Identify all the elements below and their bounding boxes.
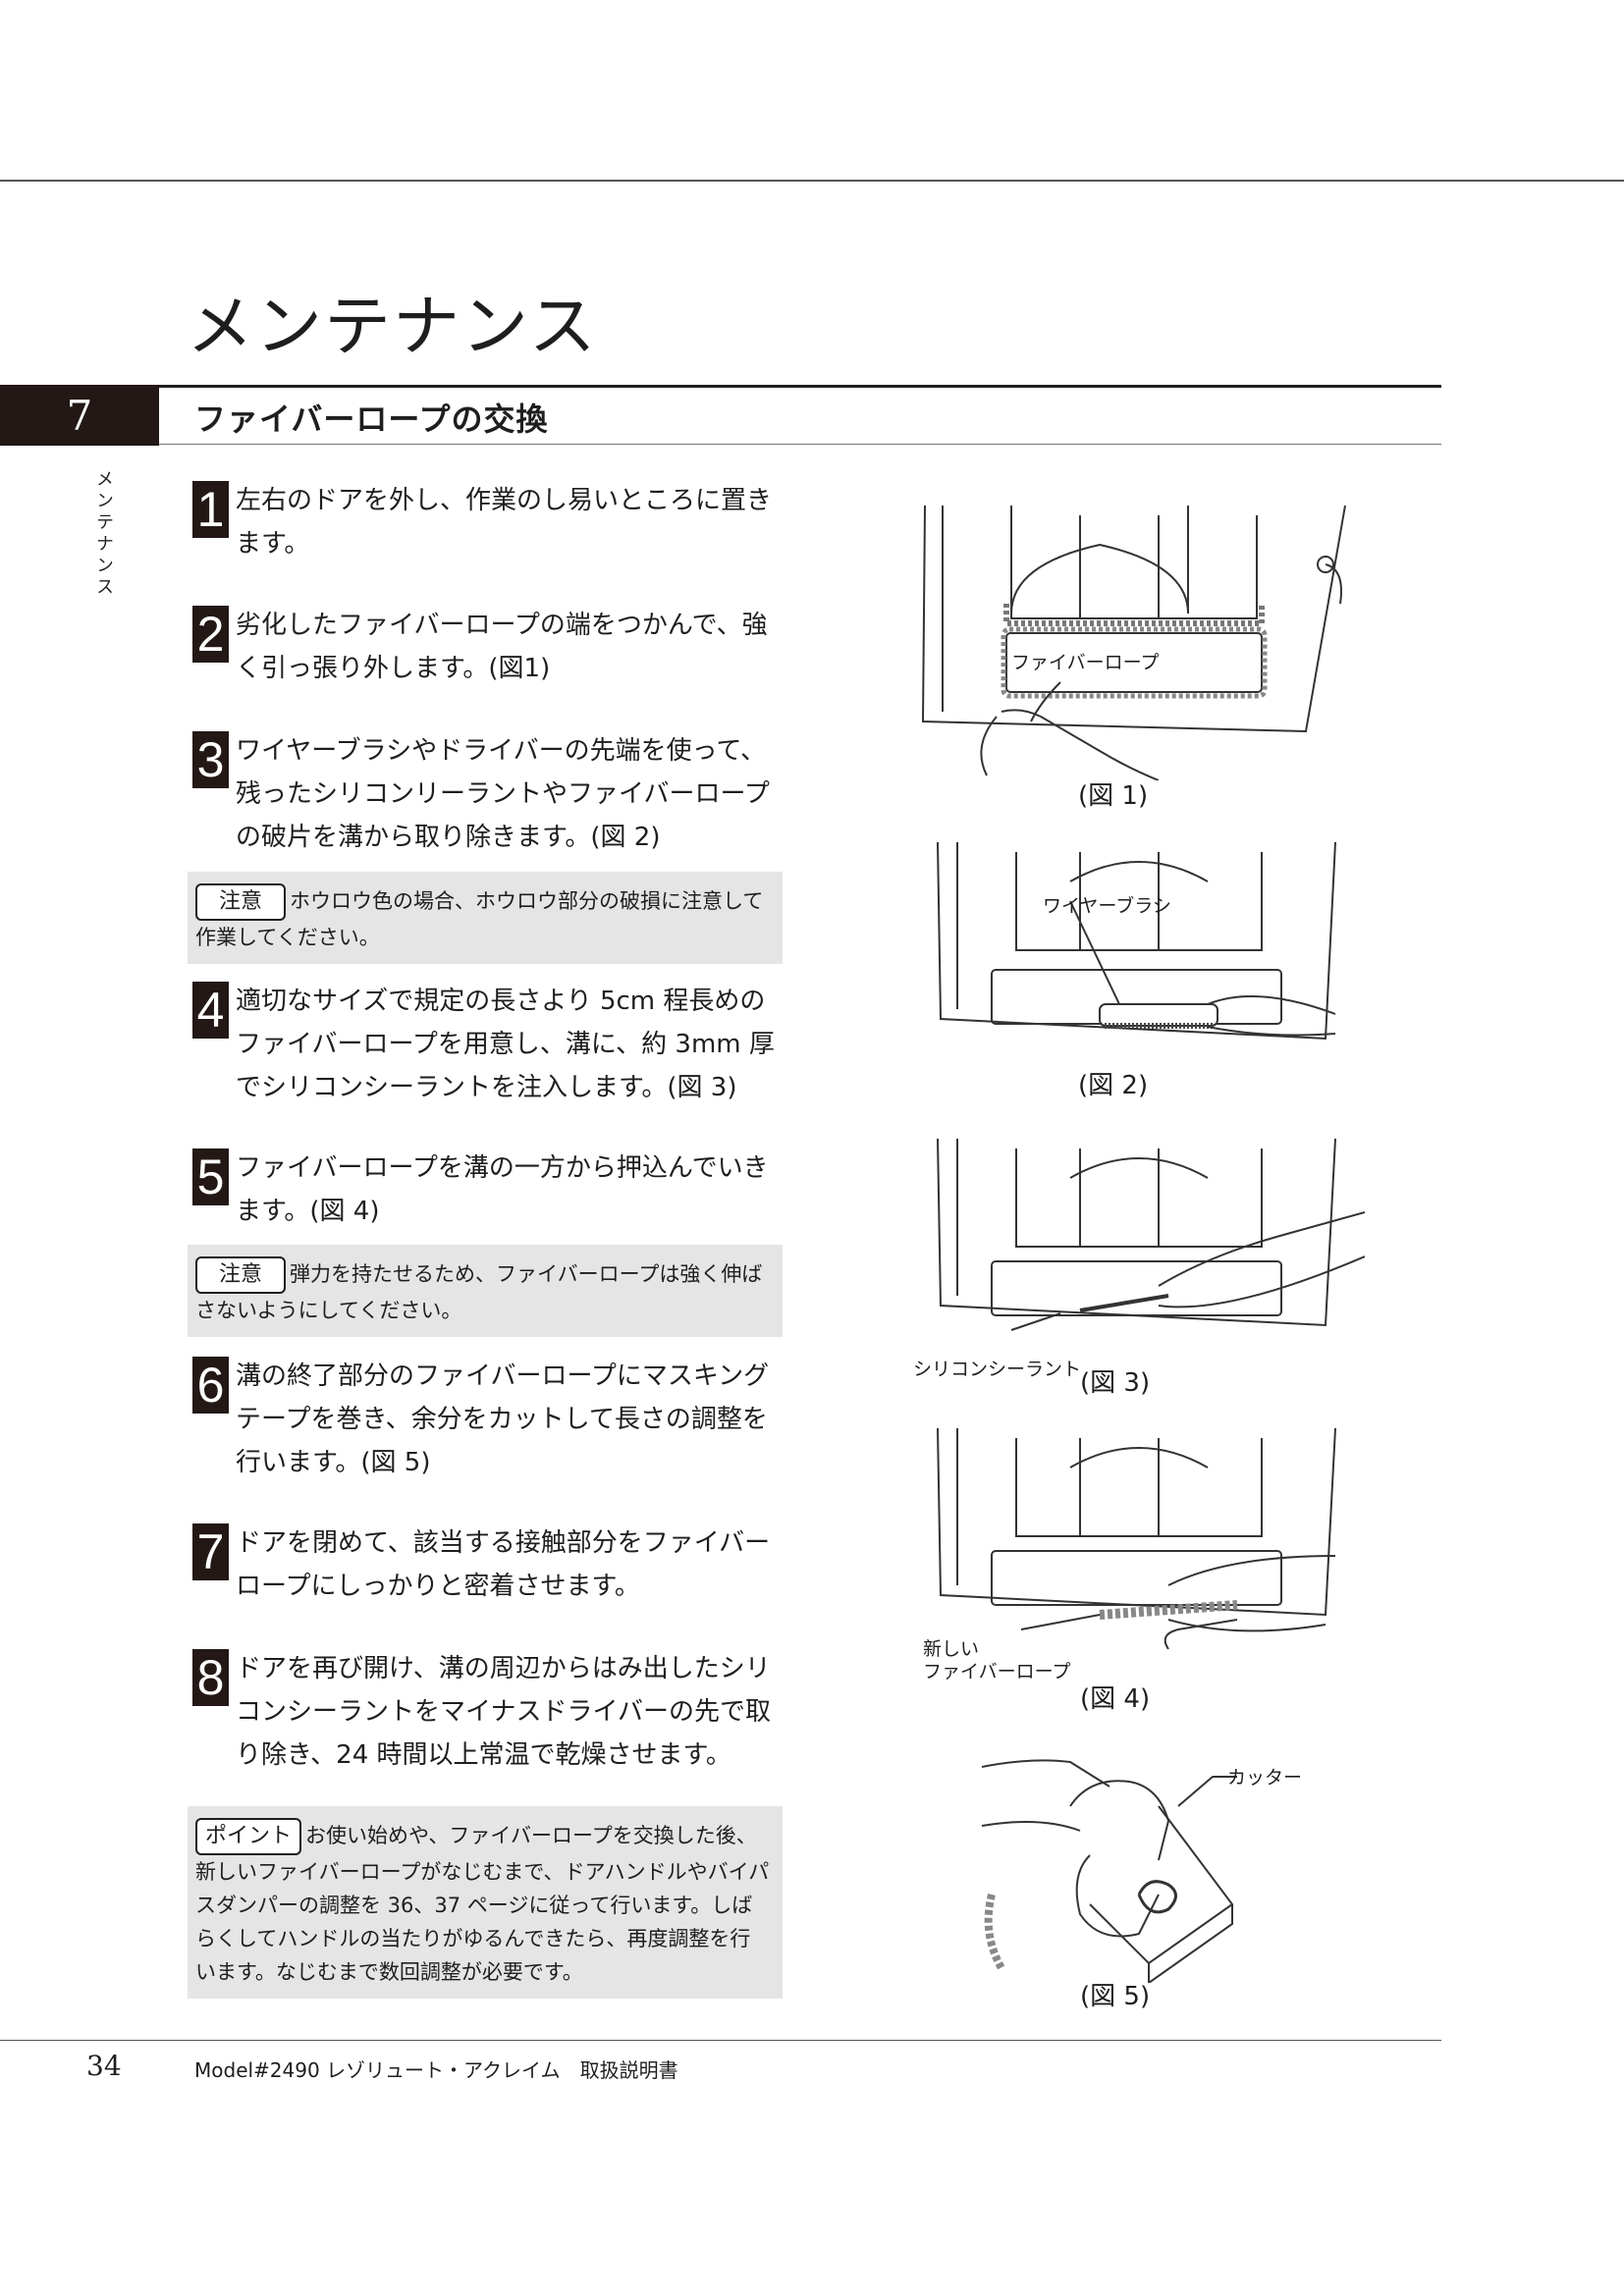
step-number: 4 (192, 982, 229, 1039)
figure-4-callout-line1: 新しい (923, 1638, 980, 1660)
caution-text: 弾力を持たせるため、ファイバーロープは強く伸ばさないようにしてください。 (195, 1262, 763, 1322)
section-rule-top (159, 385, 1441, 388)
figure-5-illustration (981, 1759, 1237, 1983)
figure-4-callout-line2: ファイバーロープ (923, 1661, 1071, 1682)
caution-note-1: 注意ホウロウ色の場合、ホウロウ部分の破損に注意して作業してください。 (188, 872, 783, 964)
step-text: 左右のドアを外し、作業のし易いところに置きます。 (236, 486, 773, 559)
point-label: ポイント (195, 1818, 302, 1855)
figure-1-illustration (921, 506, 1346, 780)
caution-text: ホウロウ色の場合、ホウロウ部分の破損に注意して作業してください。 (195, 889, 764, 949)
step-number: 7 (192, 1523, 229, 1580)
step-number: 8 (192, 1649, 229, 1706)
section-title: ファイバーロープの交換 (194, 400, 549, 438)
chapter-number: 7 (66, 391, 93, 440)
chapter-title: メンテナンス (187, 289, 598, 366)
step-text: 適切なサイズで規定の長さより 5cm 程長めのファイバーロープを用意し、溝に、約… (236, 987, 775, 1102)
caution-note-2: 注意弾力を持たせるため、ファイバーロープは強く伸ばさないようにしてください。 (188, 1245, 783, 1337)
top-rule (0, 180, 1624, 182)
footer-rule (0, 2040, 1441, 2041)
figure-5-callout: カッター (1227, 1767, 1303, 1789)
figure-2-callout: ワイヤーブラシ (1043, 895, 1171, 917)
footer-model-text: Model#2490 レゾリュート・アクレイム 取扱説明書 (194, 2058, 678, 2082)
figure-3-callout: シリコンシーラント (913, 1359, 1082, 1380)
figure-4-illustration (937, 1428, 1336, 1650)
figure-4-caption: (図 4) (1080, 1684, 1151, 1714)
step-number: 5 (192, 1148, 229, 1205)
figure-1-callout: ファイバーロープ (1011, 652, 1160, 673)
figure-3-illustration (937, 1139, 1365, 1331)
step-text: ドアを再び開け、溝の周辺からはみ出したシリコンシーラントをマイナスドライバーの先… (236, 1654, 771, 1770)
figure-3-caption: (図 3) (1080, 1368, 1151, 1398)
caution-label: 注意 (195, 883, 287, 921)
figure-2-caption: (図 2) (1078, 1071, 1149, 1100)
step-number: 6 (192, 1357, 229, 1414)
step-text: ファイバーロープを溝の一方から押込んでいきます。(図 4) (236, 1153, 769, 1226)
step-number: 3 (192, 731, 229, 788)
step-text: 溝の終了部分のファイバーロープにマスキングテープを巻き、余分をカットして長さの調… (236, 1362, 770, 1477)
figure-2-illustration (937, 842, 1336, 1041)
figure-1-caption: (図 1) (1078, 781, 1149, 811)
step-text: ワイヤーブラシやドライバーの先端を使って、残ったシリコンリーラントやファイバーロ… (236, 736, 770, 852)
point-note: ポイントお使い始めや、ファイバーロープを交換した後、新しいファイバーロープがなじ… (188, 1806, 783, 1999)
side-tab-label: メンテナンス (93, 469, 114, 599)
page-number: 34 (86, 2050, 122, 2082)
step-number: 2 (192, 606, 229, 663)
section-rule-bottom (159, 444, 1441, 445)
step-text: ドアを閉めて、該当する接触部分をファイバーロープにしっかりと密着させます。 (236, 1528, 771, 1601)
point-text: お使い始めや、ファイバーロープを交換した後、新しいファイバーロープがなじむまで、… (195, 1824, 770, 1984)
caution-label: 注意 (195, 1256, 287, 1294)
figure-5-caption: (図 5) (1080, 1982, 1151, 2011)
step-text: 劣化したファイバーロープの端をつかんで、強く引っ張り外します。(図1) (236, 611, 768, 683)
chapter-number-box: 7 (0, 385, 159, 446)
step-number: 1 (192, 481, 229, 538)
